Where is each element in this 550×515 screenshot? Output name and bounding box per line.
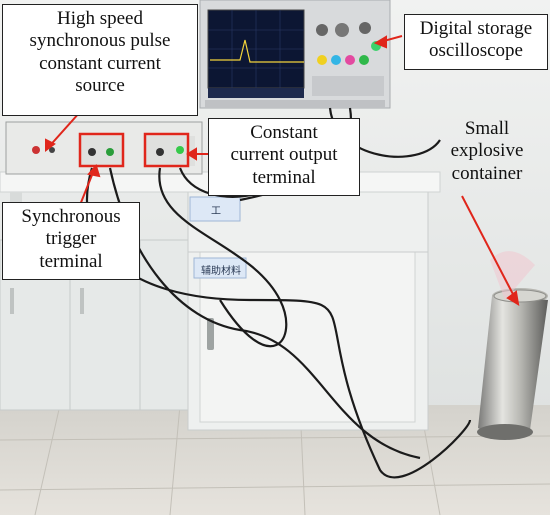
oscilloscope bbox=[199, 0, 391, 109]
red-arrows bbox=[45, 35, 520, 306]
explosive-container-line-2: explosive bbox=[450, 140, 524, 162]
trigger-terminal-line-2: trigger bbox=[45, 228, 97, 250]
cabinet bbox=[187, 189, 429, 431]
pulse-source-line-1: High speed bbox=[56, 8, 143, 29]
output-terminal-line-3: terminal bbox=[252, 166, 316, 188]
explosive-container-line-1: Small bbox=[464, 118, 510, 139]
output-highlight-box bbox=[143, 132, 190, 168]
explosive-container-line-3: container bbox=[451, 162, 523, 184]
output-terminal-label: Constant current output terminal bbox=[208, 118, 360, 196]
trigger-highlight-box bbox=[78, 132, 125, 168]
explosive-container-label: Small explosive container bbox=[428, 118, 546, 185]
pulse-source-label: High speed synchronous pulse constant cu… bbox=[2, 4, 198, 116]
trigger-terminal-line-1: Synchronous bbox=[21, 206, 121, 227]
explosive-container bbox=[477, 251, 548, 440]
oscilloscope-line-2: oscilloscope bbox=[429, 40, 523, 62]
pulse-source-line-3: constant current bbox=[39, 52, 161, 74]
oscilloscope-line-1: Digital storage bbox=[419, 18, 533, 39]
trigger-terminal-label: Synchronous trigger terminal bbox=[2, 202, 140, 280]
output-terminal-line-2: current output bbox=[230, 144, 338, 166]
pulse-source-line-4: source bbox=[75, 75, 125, 97]
pulse-source-line-2: synchronous pulse bbox=[29, 30, 171, 52]
output-terminal-line-1: Constant bbox=[250, 122, 318, 143]
trigger-terminal-line-3: terminal bbox=[39, 250, 103, 272]
cabinet-side-sign: 辅助材料 bbox=[201, 266, 241, 277]
cabinet-top-sign: 工 bbox=[211, 206, 221, 217]
oscilloscope-label: Digital storage oscilloscope bbox=[404, 14, 548, 70]
